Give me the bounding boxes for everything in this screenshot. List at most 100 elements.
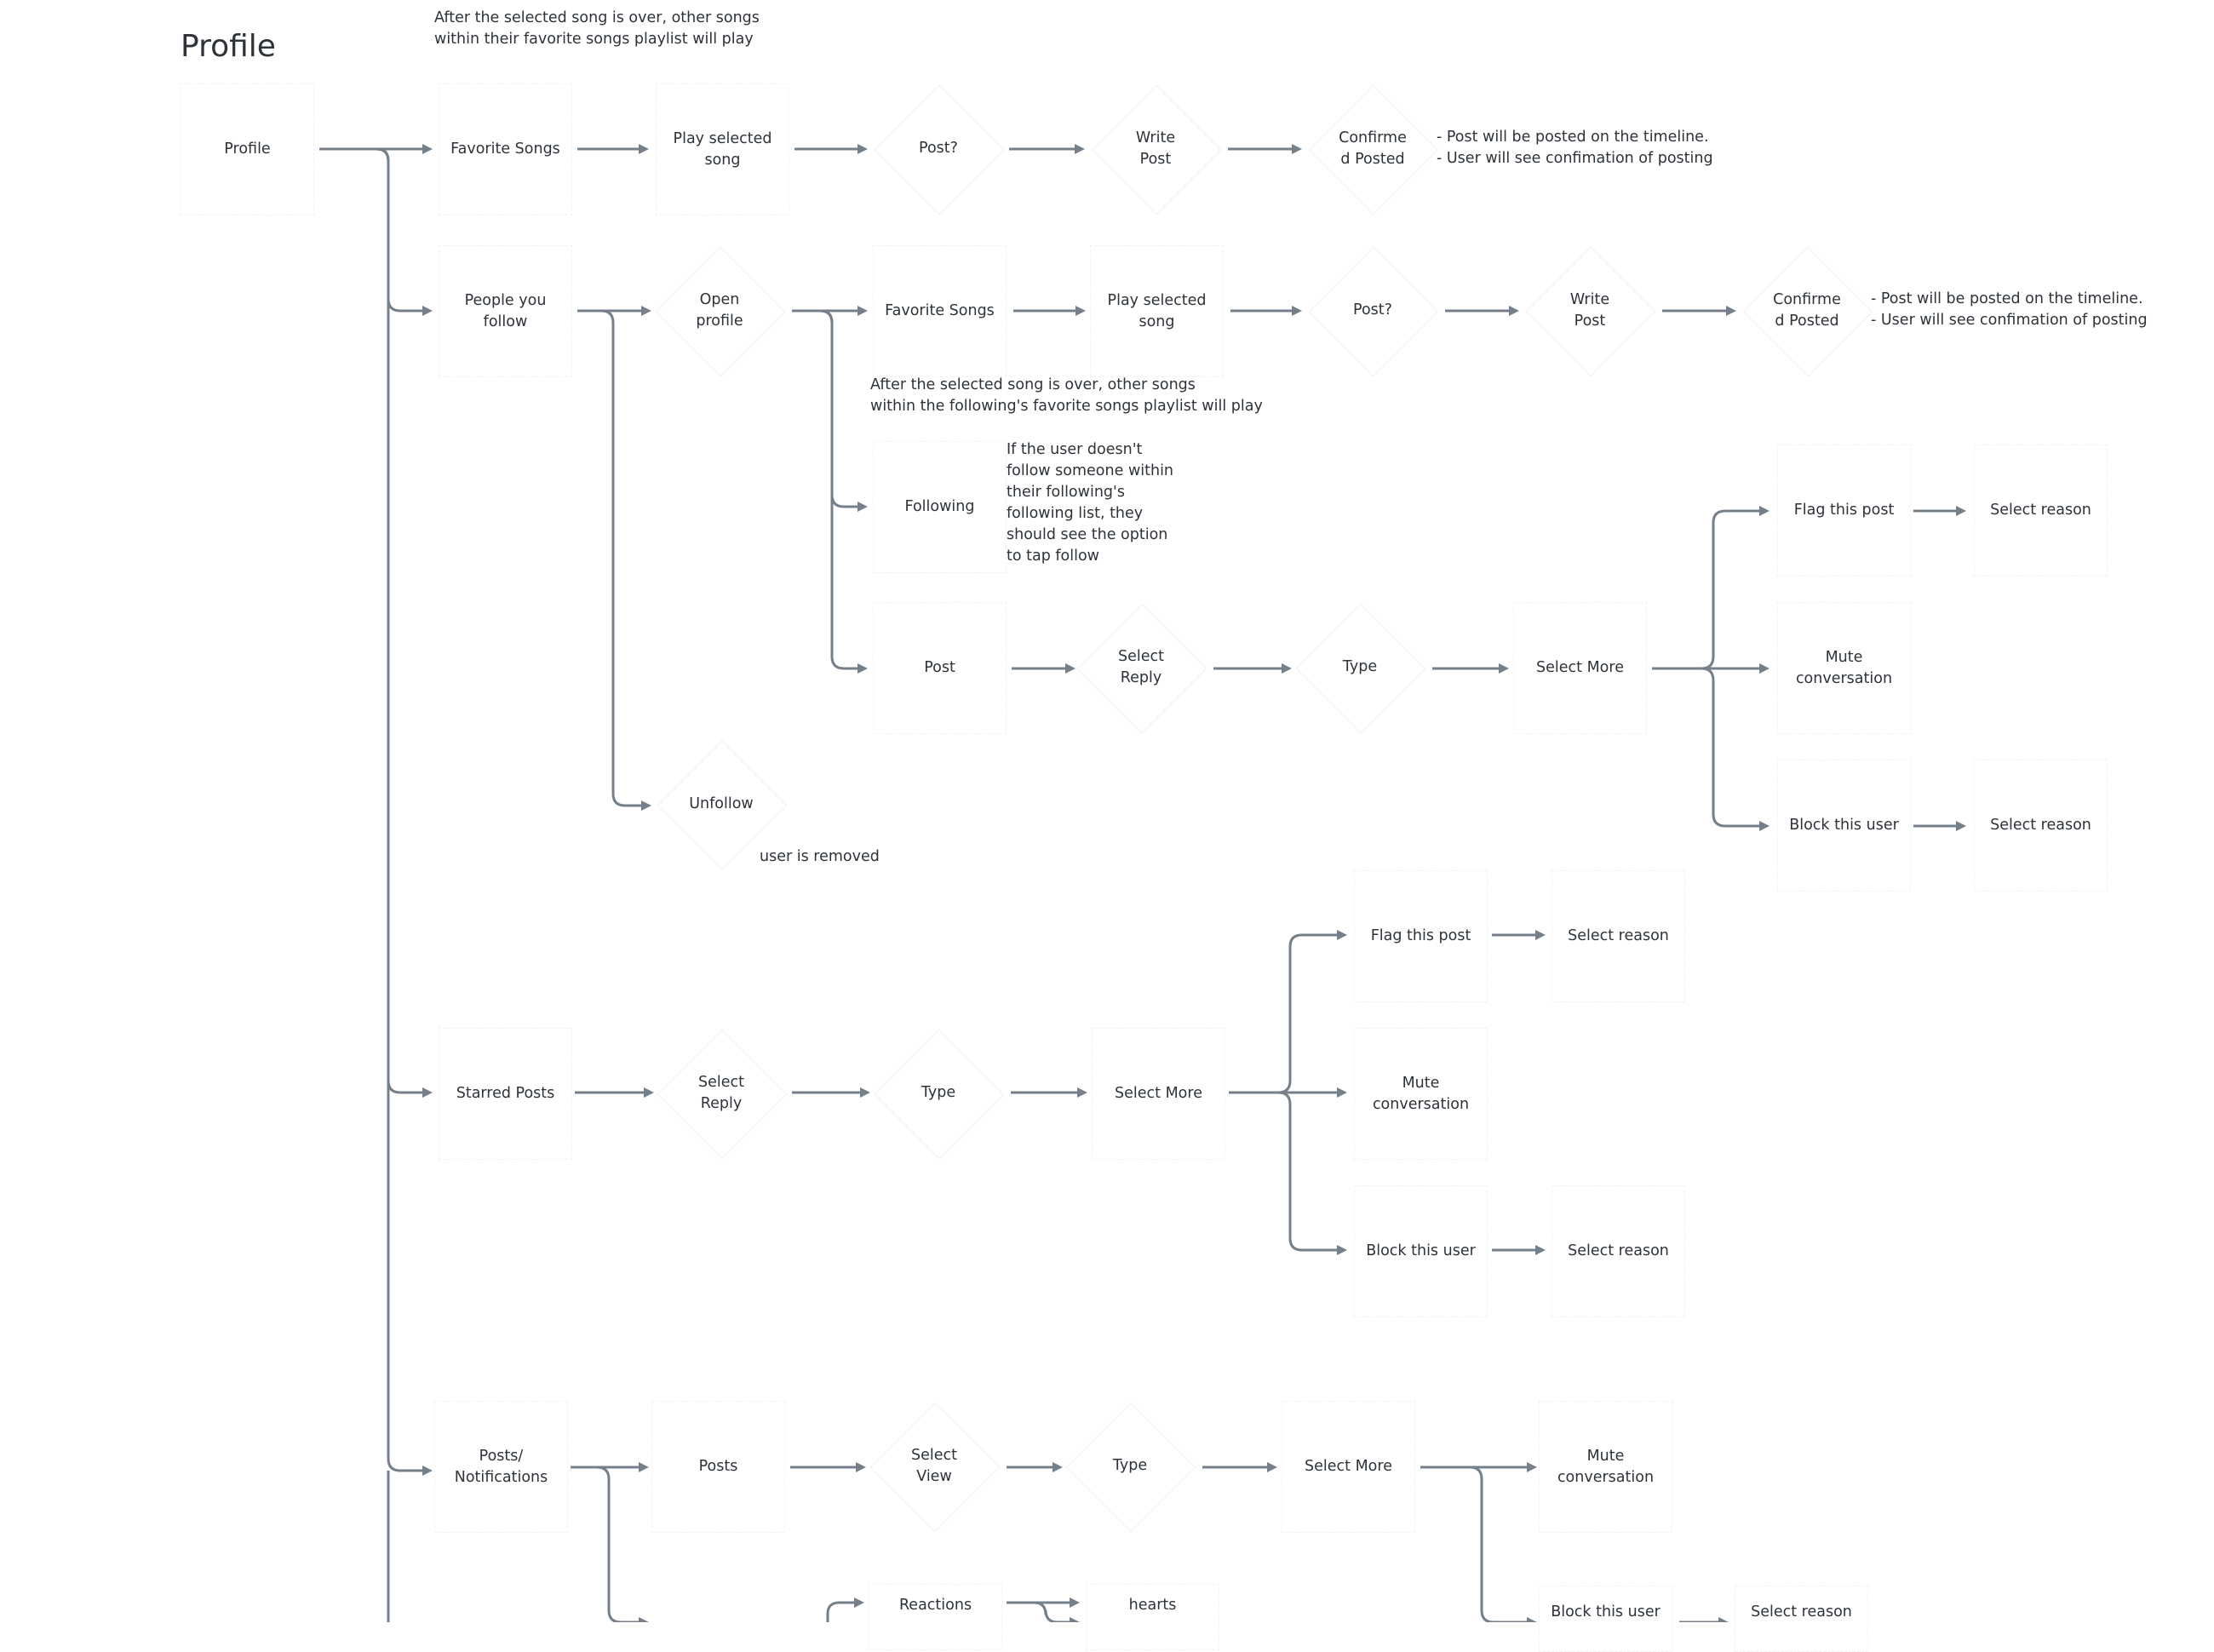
decision-type-1: Type (1296, 602, 1424, 732)
node-play-selected-song-1: Play selected song (656, 83, 789, 215)
arrow-block3-reason-arrowhead (1718, 1617, 1729, 1622)
arrow-type2-selectmore-arrowhead (1077, 1087, 1087, 1098)
arrow-flag1-reason-arrowhead (1956, 506, 1966, 516)
node-people-you-follow: People you follow (439, 245, 572, 377)
profile-trunk-branch-3 (376, 147, 424, 1472)
selectmore1-branch-branch-0 (1701, 509, 1761, 670)
arrow-block1-reason-arrowhead (1956, 821, 1966, 831)
node-label: Flag this post (1370, 927, 1471, 944)
node-favorite-songs-1: Favorite Songs (439, 83, 572, 215)
node-flag-post-1: Flag this post (1777, 445, 1911, 576)
reactions-branch-branch-1-arrowhead (1070, 1617, 1080, 1622)
node-mute-conversation-3: Mute conversation (1539, 1401, 1672, 1533)
node-label: Select More (1115, 1085, 1202, 1102)
node-label: Posts (698, 1458, 738, 1475)
selectmore2-branch-branch-2-arrowhead (1337, 1245, 1347, 1255)
node-label: Write Post (1135, 129, 1176, 168)
decision-unfollow: Unfollow (657, 739, 785, 869)
node-block-user-3: Block this user (1539, 1586, 1672, 1652)
page-title: Profile (181, 29, 276, 64)
node-select-reason-flag-1: Select reason (1974, 445, 2108, 576)
node-label: Mute conversation (1795, 648, 1893, 687)
node-mute-conversation-2: Mute conversation (1354, 1028, 1488, 1160)
node-label: Mute conversation (1372, 1074, 1470, 1113)
arrow-reply-type-arrowhead (1282, 663, 1292, 674)
node-select-reason-block-2: Select reason (1552, 1185, 1685, 1317)
arrow-post-reply-arrowhead (1065, 663, 1075, 674)
node-label: Post? (919, 140, 958, 157)
node-select-more-2: Select More (1092, 1028, 1225, 1160)
node-select-reason-flag-2: Select reason (1552, 870, 1685, 1002)
open-profile-branch-branch-2 (819, 309, 859, 670)
node-posts-notifications: Posts/ Notifications (434, 1401, 568, 1533)
people-follow-branch-branch-1 (600, 309, 643, 807)
note-unfollow: user is removed (760, 848, 880, 865)
arrow-flag2-reason-arrowhead (1535, 930, 1546, 940)
reactions-branch-branch-0-arrowhead (1070, 1598, 1080, 1608)
node-block-user-2: Block this user (1354, 1185, 1488, 1317)
decision-write-post-2: Write Post (1526, 245, 1654, 376)
node-label: Type (921, 1084, 956, 1101)
arrow-block2-reason-arrowhead (1535, 1245, 1546, 1255)
profile-trunk-branch-1-arrowhead (422, 306, 433, 316)
node-select-reason-block-1: Select reason (1974, 760, 2108, 892)
node-label: Flag this post (1793, 502, 1895, 519)
node-label: Block this user (1551, 1603, 1660, 1620)
decision-post-2: Post? (1309, 245, 1437, 376)
arrow-play2-post-arrowhead (1292, 306, 1302, 316)
arrow-favsongs-play-arrowhead (639, 144, 649, 154)
posts-notif-branch-branch-0-arrowhead (639, 1462, 649, 1472)
note-follow-option: If the user doesn't follow someone withi… (1007, 441, 1174, 565)
arrow-reply2-type-arrowhead (860, 1087, 870, 1098)
node-label: Select Reply (698, 1073, 744, 1112)
node-label: Select reason (1568, 1242, 1669, 1259)
node-mute-conversation-1: Mute conversation (1777, 602, 1911, 734)
node-hearts: hearts (1086, 1584, 1219, 1650)
node-label: hearts (1128, 1597, 1177, 1614)
decision-select-view: Select View (870, 1401, 998, 1531)
node-label: People you follow (464, 291, 547, 330)
node-label: Unfollow (689, 795, 754, 812)
node-select-more-1: Select More (1513, 602, 1647, 734)
note-favorite-playlist: After the selected song is over, other s… (434, 9, 760, 48)
open-profile-branch-branch-1 (819, 309, 859, 508)
open-profile-branch-branch-2-arrowhead (857, 663, 868, 674)
decision-write-post-1: Write Post (1092, 83, 1219, 214)
node-favorite-songs-2: Favorite Songs (873, 245, 1007, 377)
selectmore1-branch-branch-2 (1701, 667, 1761, 828)
node-label: Type (1112, 1457, 1148, 1474)
note-confirmation-2: - Post will be posted on the timeline. -… (1871, 290, 2148, 329)
arrow-write2-confirm-arrowhead (1726, 306, 1736, 316)
node-label: Post? (1353, 301, 1392, 318)
arrow-type3-selectmore-arrowhead (1267, 1462, 1277, 1472)
node-label: Select View (911, 1446, 957, 1485)
selectmore3-branch-branch-0-arrowhead (1527, 1462, 1537, 1472)
arrow-starred-reply-arrowhead (644, 1087, 654, 1098)
people-follow-branch-branch-0-arrowhead (641, 306, 651, 316)
node-label: Following (904, 498, 975, 515)
node-label: Post (924, 659, 955, 676)
selectmore2-branch-branch-0 (1277, 933, 1339, 1094)
node-label: Posts/ Notifications (454, 1447, 548, 1486)
node-label: Starred Posts (456, 1085, 555, 1102)
node-label: Select reason (1990, 817, 2091, 834)
note-following-playlist: After the selected song is over, other s… (870, 376, 1263, 415)
selectmore1-branch-branch-0-arrowhead (1759, 506, 1769, 516)
node-label: Mute conversation (1557, 1447, 1655, 1486)
node-label: Play selected song (673, 129, 772, 169)
profile-trunk-branch-1 (376, 147, 424, 313)
node-label: Play selected song (1107, 291, 1207, 330)
node-label: Block this user (1789, 817, 1899, 834)
open-profile-branch-branch-0-arrowhead (857, 306, 868, 316)
arrow-play-post-arrowhead (857, 144, 868, 154)
open-profile-branch-branch-1-arrowhead (857, 502, 868, 512)
node-label: Confirme d Posted (1339, 129, 1407, 168)
arrow-post2-write-arrowhead (1509, 306, 1519, 316)
selectmore1-branch-branch-1-arrowhead (1759, 663, 1769, 674)
node-post: Post (873, 602, 1007, 734)
note-confirmation-1: - Post will be posted on the timeline. -… (1437, 129, 1713, 167)
decision-type-3: Type (1066, 1401, 1194, 1531)
node-label: Select reason (1568, 927, 1669, 944)
